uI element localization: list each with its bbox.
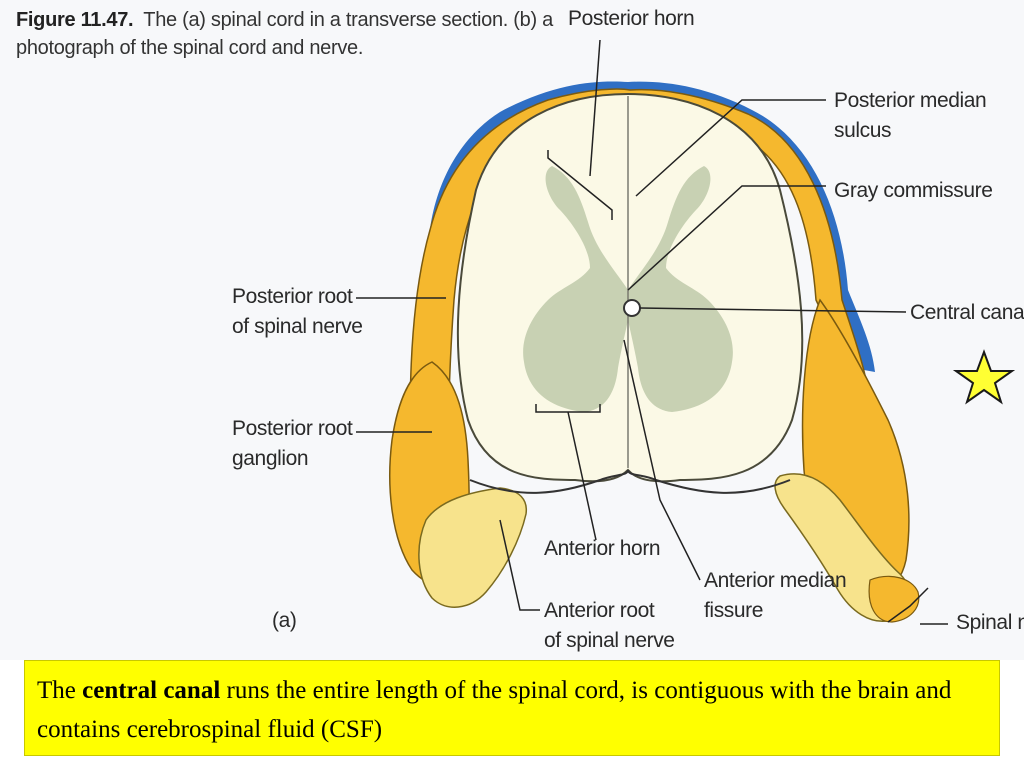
note-text-before: The xyxy=(37,677,83,704)
label-line: Posterior median xyxy=(834,89,987,112)
label-line: fissure xyxy=(704,599,764,622)
note-text-bold: central canal xyxy=(82,677,221,704)
figure-number: Figure 11.47. xyxy=(16,9,134,31)
figure-caption: Figure 11.47.The (a) spinal cord in a tr… xyxy=(16,6,556,62)
label-posterior-root: Posterior root of spinal nerve xyxy=(232,282,363,342)
highlight-note: The central canal runs the entire length… xyxy=(24,660,1000,756)
right-nerve-end xyxy=(868,575,920,623)
gray-matter xyxy=(523,166,733,412)
label-line: sulcus xyxy=(834,119,892,142)
label-posterior-horn: Posterior horn xyxy=(568,7,695,30)
label-line: Posterior root xyxy=(232,285,353,308)
spinal-cord-figure: Figure 11.47.The (a) spinal cord in a tr… xyxy=(16,6,1024,656)
label-line: Posterior root xyxy=(232,417,353,440)
spinal-cord-diagram xyxy=(356,39,948,625)
label-spinal-nerve: Spinal nerve xyxy=(956,611,1024,634)
anterior-surface xyxy=(469,469,791,494)
label-central-canal: Central canal xyxy=(910,301,1024,324)
caption-text: The (a) spinal cord in a transverse sect… xyxy=(16,9,553,59)
label-gray-commissure: Gray commissure xyxy=(834,179,993,202)
label-line: of spinal nerve xyxy=(544,629,675,652)
label-line: ganglion xyxy=(232,447,309,470)
panel-label: (a) xyxy=(272,609,297,632)
label-line: Anterior root xyxy=(544,599,655,622)
label-posterior-root-ganglion: Posterior root ganglion xyxy=(232,414,353,474)
label-posterior-median-sulcus: Posterior median sulcus xyxy=(834,86,987,146)
leader-lines xyxy=(356,39,948,625)
label-anterior-horn: Anterior horn xyxy=(544,537,661,560)
note-text-after: runs the entire length of the spinal cor… xyxy=(37,677,952,743)
label-anterior-root: Anterior root of spinal nerve xyxy=(544,596,675,656)
label-line: of spinal nerve xyxy=(232,315,363,338)
label-anterior-median-fissure: Anterior median fissure xyxy=(704,566,847,626)
label-line: Anterior median xyxy=(704,569,847,592)
central-canal-marker xyxy=(623,299,641,317)
